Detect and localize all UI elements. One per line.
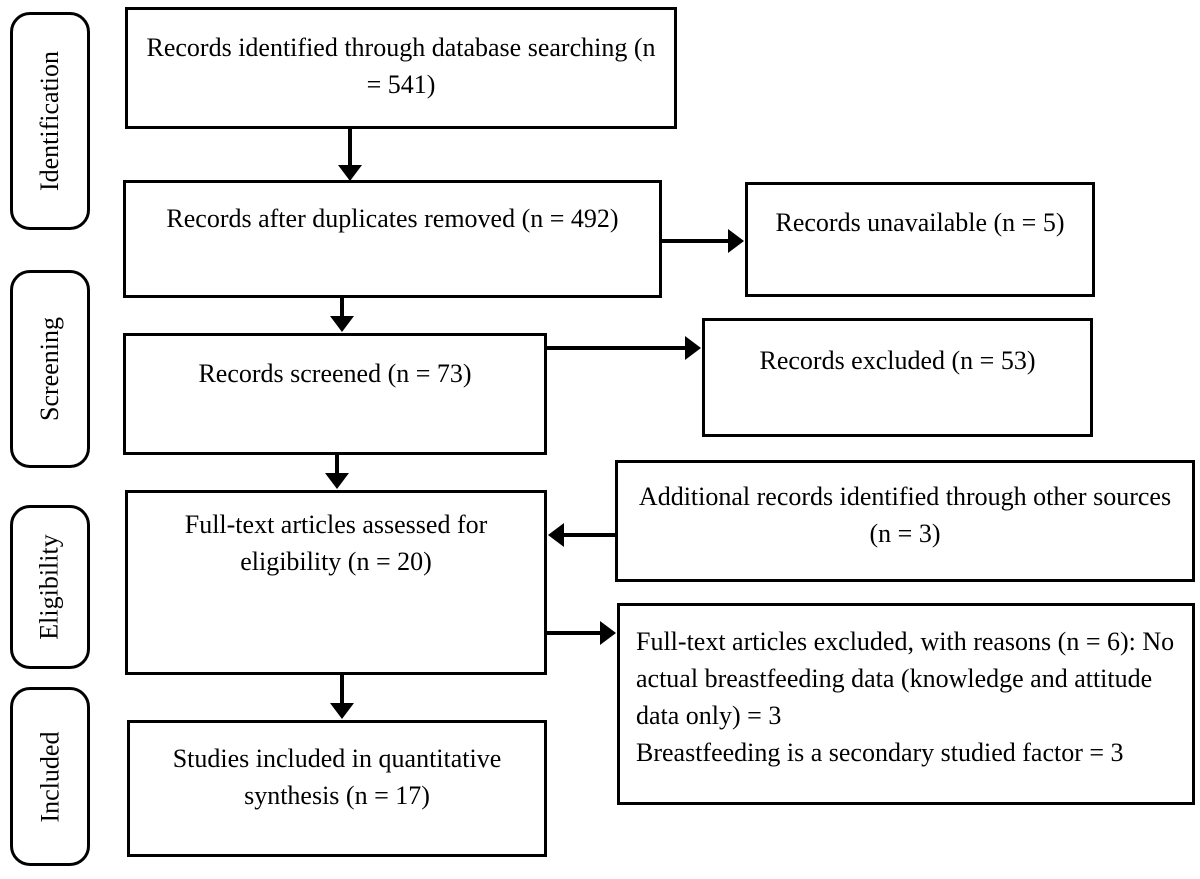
box-fulltext-excluded: Full-text articles excluded, with reason…: [617, 603, 1195, 805]
box-additional-records: Additional records identified through ot…: [615, 460, 1195, 582]
box-records-unavailable: Records unavailable (n = 5): [745, 182, 1095, 297]
stage-eligibility: Eligibility: [10, 505, 90, 669]
box-records-screened: Records screened (n = 73): [123, 333, 547, 455]
box-records-identified-text: Records identified through database sear…: [146, 33, 656, 99]
box-included-synthesis: Studies included in quantitative synthes…: [127, 720, 547, 857]
box-records-unavailable-text: Records unavailable (n = 5): [775, 208, 1065, 237]
box-duplicates-removed: Records after duplicates removed (n = 49…: [123, 180, 662, 298]
stage-eligibility-label: Eligibility: [35, 534, 65, 640]
arrow-fulltext-to-fulltext-excluded: [547, 621, 616, 645]
box-records-excluded: Records excluded (n = 53): [702, 318, 1093, 437]
stage-included-label: Included: [35, 731, 64, 822]
arrow-duplicates-to-unavailable: [662, 229, 744, 253]
stage-included: Included: [10, 687, 90, 866]
box-fulltext-excluded-line1: Full-text articles excluded, with reason…: [636, 627, 1175, 730]
arrow-duplicates-to-screened: [330, 298, 354, 332]
box-duplicates-removed-text: Records after duplicates removed (n = 49…: [166, 204, 619, 233]
stage-identification-label: Identification: [35, 50, 64, 192]
stage-identification: Identification: [10, 12, 90, 230]
arrow-screened-to-excluded: [547, 336, 701, 360]
arrow-identified-to-duplicates: [338, 129, 362, 181]
arrow-additional-to-fulltext: [548, 523, 615, 547]
stage-screening: Screening: [10, 270, 90, 468]
box-included-synthesis-text: Studies included in quantitative synthes…: [172, 744, 502, 810]
box-fulltext-assessed-text: Full-text articles assessed for eligibil…: [184, 510, 488, 576]
arrow-fulltext-to-included: [330, 675, 354, 719]
box-records-screened-text: Records screened (n = 73): [198, 359, 472, 388]
box-fulltext-assessed: Full-text articles assessed for eligibil…: [125, 490, 547, 675]
box-records-excluded-text: Records excluded (n = 53): [759, 346, 1036, 375]
box-additional-records-text: Additional records identified through ot…: [638, 482, 1172, 548]
box-records-identified: Records identified through database sear…: [125, 7, 677, 129]
stage-screening-label: Screening: [35, 317, 64, 421]
arrow-screened-to-fulltext: [325, 455, 349, 489]
box-fulltext-excluded-line2: Breastfeeding is a secondary studied fac…: [636, 737, 1124, 767]
